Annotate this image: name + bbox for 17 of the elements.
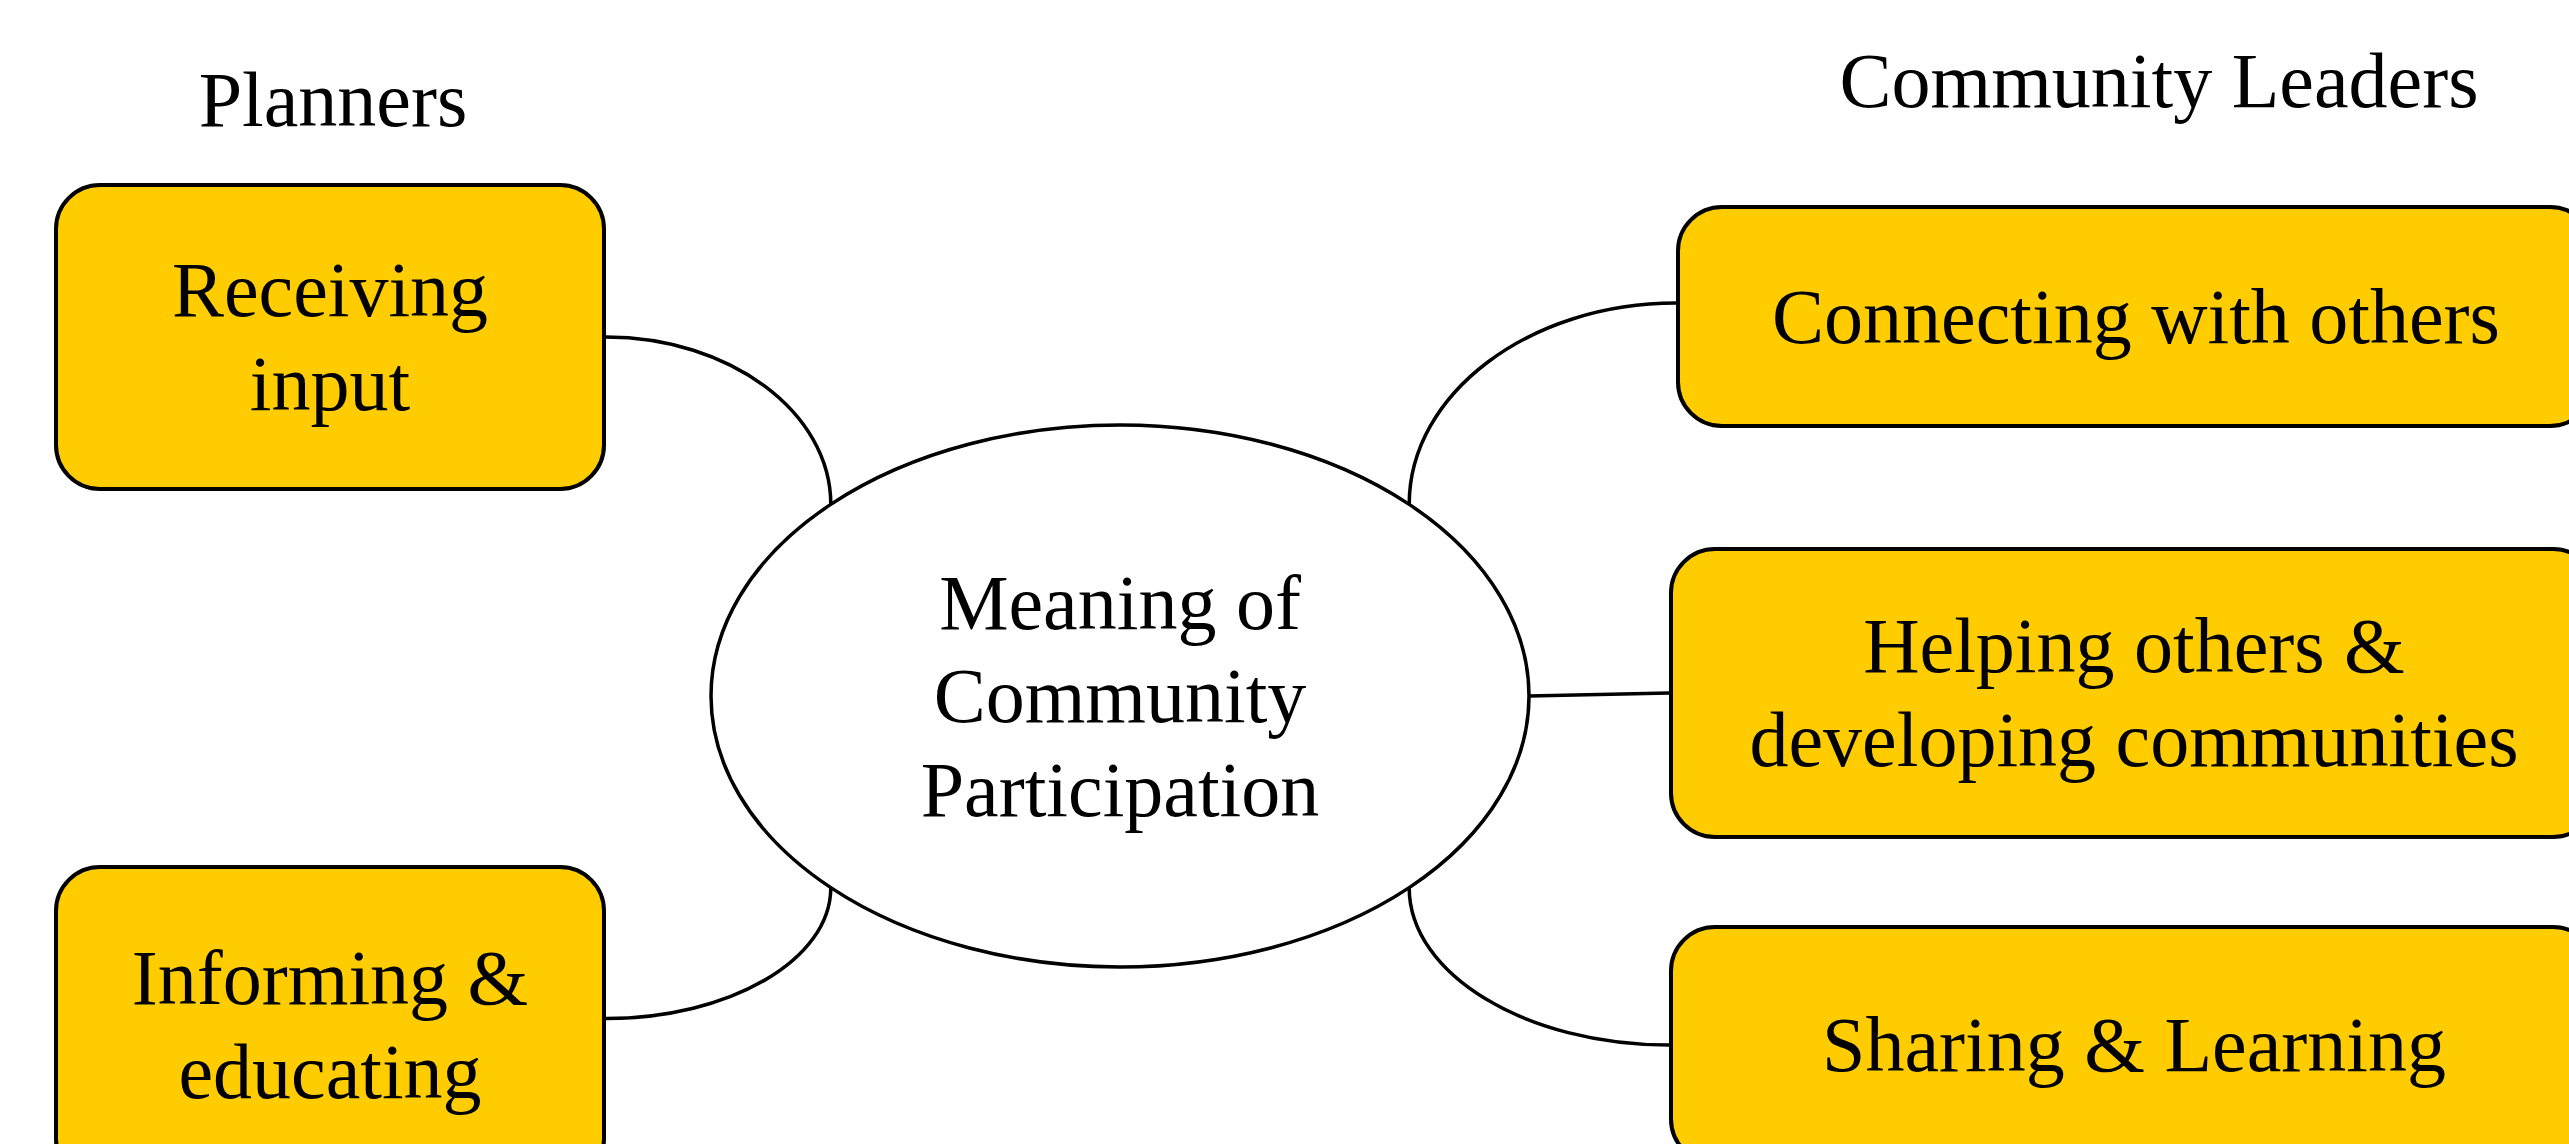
theme-box bbox=[54, 865, 606, 1144]
theme-text: Helping others & developing communities bbox=[1748, 601, 2520, 785]
connector-line bbox=[605, 335, 833, 505]
connector-line bbox=[1407, 887, 1670, 1047]
connector-line bbox=[1407, 301, 1677, 505]
theme-box bbox=[1669, 547, 2569, 839]
theme-box bbox=[1669, 925, 2569, 1144]
topic-text: Meaning of Community Participation bbox=[919, 557, 1321, 835]
theme-box bbox=[1676, 205, 2569, 428]
theme-text: Connecting with others bbox=[1772, 271, 2500, 362]
theme-text: Informing & educating bbox=[130, 933, 530, 1117]
column-heading: Community Leaders bbox=[1839, 36, 2479, 126]
theme-text: Sharing & Learning bbox=[1822, 1000, 2446, 1091]
theme-text: Receiving input bbox=[170, 245, 490, 429]
connector-line bbox=[605, 887, 833, 1021]
theme-box bbox=[54, 183, 606, 491]
column-heading: Planners bbox=[198, 55, 468, 145]
